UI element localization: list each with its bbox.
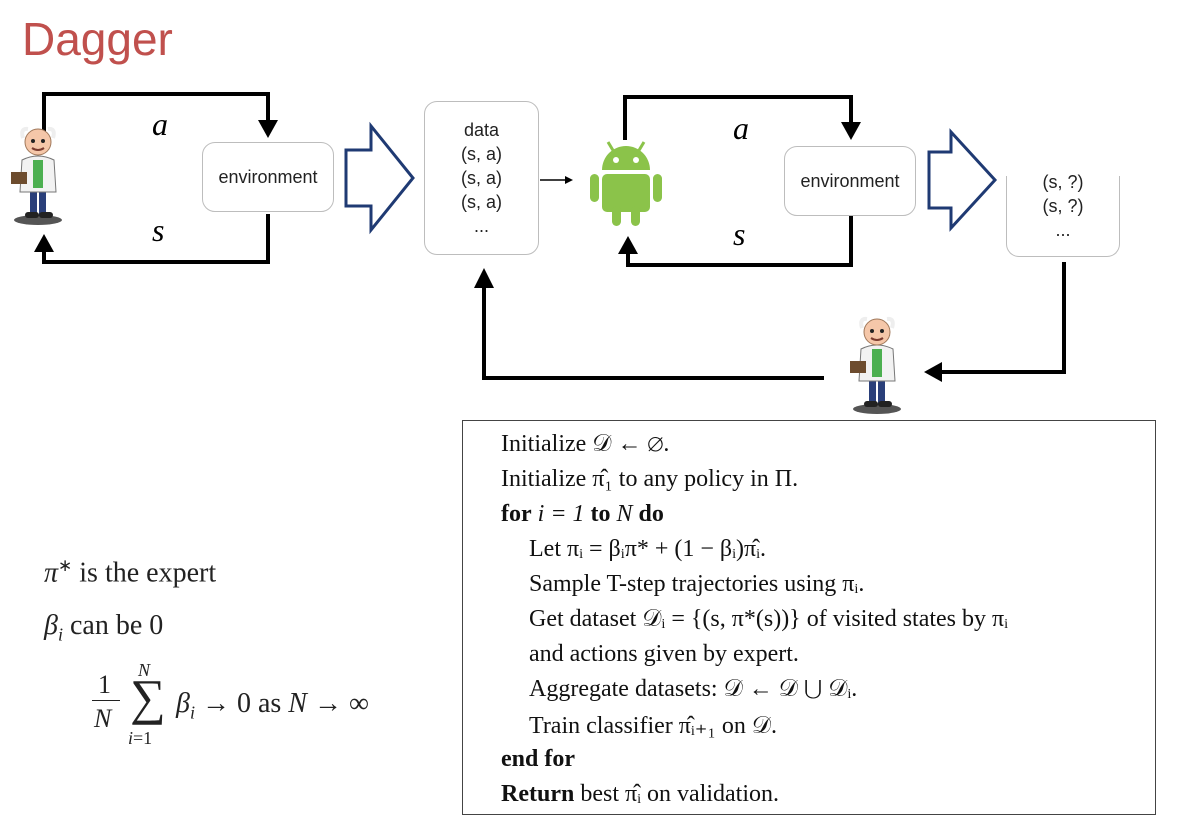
hollow-arrow-2 [927, 128, 998, 232]
algo-line: Aggregate datasets: 𝒟 ← 𝒟 ⋃ 𝒟ᵢ. [529, 676, 858, 702]
algorithm-box: Initialize 𝒟 ← ∅. Initialize π̂₁ to any … [462, 420, 1156, 815]
algo-line: Let πᵢ = βᵢπ* + (1 − βᵢ)π̂ᵢ. [529, 536, 767, 562]
beta-note-text: can be 0 [69, 610, 164, 641]
data-row: (s, a) [460, 192, 502, 212]
action-arrow-2 [623, 95, 853, 140]
algo-line: for i = 1 to N do [501, 501, 664, 527]
algo-line: and actions given by expert. [529, 641, 799, 667]
algo-line: Get dataset 𝒟ᵢ = {(s, π*(s))} of visited… [529, 606, 1009, 632]
algo-line: Sample T-step trajectories using πᵢ. [529, 571, 865, 597]
expert-note: π∗ is the expert [44, 556, 217, 589]
professor-icon [850, 316, 901, 414]
state-label: s [152, 212, 165, 248]
algo-line: Initialize π̂₁ to any policy in Π. [501, 466, 799, 492]
environment-box: environment [202, 142, 334, 212]
android-robot-icon [590, 141, 662, 226]
state-arrow-2 [626, 214, 853, 267]
limit-note-text: as [257, 688, 282, 719]
data-header: data [463, 120, 500, 140]
algo-line: Return best π̂ᵢ on validation. [501, 781, 780, 807]
environment-box: environment [784, 146, 916, 216]
data-box: data (s, a) (s, a) (s, a) ... [424, 101, 539, 255]
action-arrow-1 [42, 92, 270, 140]
algo-line: end for [501, 746, 575, 772]
beta-note: βi can be 0 [44, 610, 164, 645]
state-label: s [733, 216, 746, 252]
action-label: a [733, 110, 749, 146]
query-row: (s, ?) [1042, 172, 1084, 192]
hollow-arrow-1 [344, 121, 415, 235]
page-title: Dagger [22, 13, 173, 65]
algo-line: Train classifier π̂ᵢ₊₁ on 𝒟. [529, 713, 777, 739]
query-row: (s, ?) [1042, 196, 1084, 216]
query-row: ... [1055, 220, 1071, 240]
professor-icon [11, 126, 62, 225]
data-row: (s, a) [460, 144, 502, 164]
data-row: ... [473, 216, 489, 236]
action-label: a [152, 106, 168, 142]
aggregate-arrow [482, 282, 824, 380]
query-box: (s, ?) (s, ?) ... [1006, 172, 1120, 257]
state-arrow-1 [42, 214, 270, 264]
expert-note-text: is the expert [79, 557, 217, 589]
data-row: (s, a) [460, 168, 502, 188]
label-arrow [940, 262, 1066, 374]
algo-line: Initialize 𝒟 ← ∅. [501, 431, 670, 457]
